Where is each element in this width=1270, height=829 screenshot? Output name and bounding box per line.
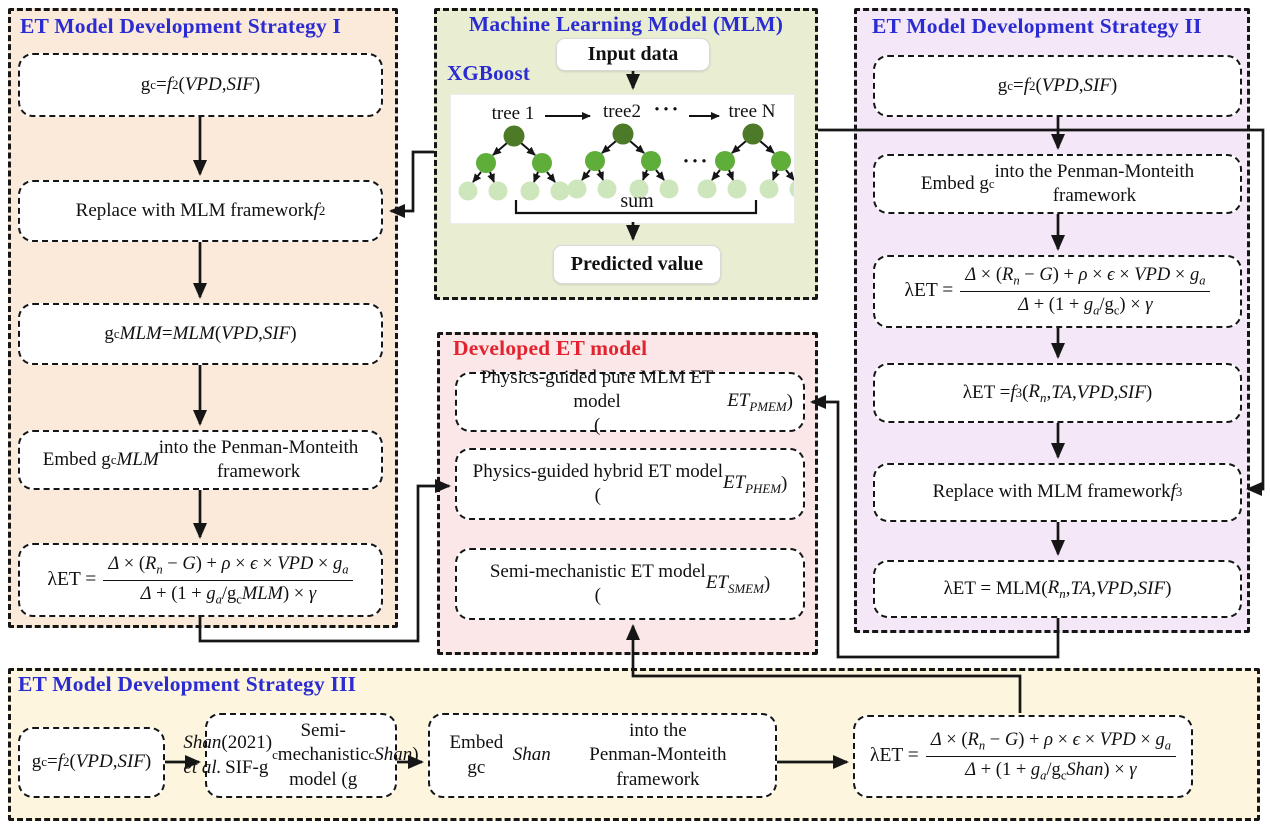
developed-title: Developed ET model: [453, 336, 648, 360]
s1-fraction-denominator: Δ + (1 + ga/gcMLM) × γ: [140, 583, 317, 607]
dev-box-phem: Physics-guided hybrid ET model(ETPHEM): [455, 448, 805, 520]
s1-fraction: Δ × (Rn − G) + ρ × ϵ × VPD × ga Δ + (1 +…: [103, 553, 354, 608]
xgboost-tree-diagram: [450, 94, 795, 224]
sum-bracket: [514, 200, 758, 215]
strategy1-title: ET Model Development Strategy I: [20, 14, 342, 38]
s2-fraction-prefix: λET =: [904, 280, 954, 302]
mlm-title: Machine Learning Model (MLM): [468, 12, 784, 36]
ellipsis-top: ···: [653, 97, 681, 121]
tree-2: [568, 124, 679, 199]
ellipsis-mid: ···: [682, 149, 710, 173]
s3-box-lambda-et-fraction: λET = Δ × (Rn − G) + ρ × ϵ × VPD × ga Δ …: [853, 715, 1193, 798]
tree1-label: tree 1: [491, 103, 535, 124]
s3-fraction-numerator: Δ × (Rn − G) + ρ × ϵ × VPD × ga: [925, 729, 1176, 757]
strategy3-title: ET Model Development Strategy III: [18, 672, 357, 696]
s3-fraction: Δ × (Rn − G) + ρ × ϵ × VPD × ga Δ + (1 +…: [925, 729, 1176, 784]
s2-fraction: Δ × (Rn − G) + ρ × ϵ × VPD × ga Δ + (1 +…: [960, 264, 1211, 319]
s2-box-lambda-et-mlm: λET = MLM(Rn, TA, VPD, SIF): [873, 560, 1242, 618]
tree-n: [698, 124, 795, 199]
dev-box-smem: Semi-mechanistic ET model(ETSMEM): [455, 548, 805, 620]
s2-box-lambda-et-fraction: λET = Δ × (Rn − G) + ρ × ϵ × VPD × ga Δ …: [873, 255, 1242, 328]
xgboost-label: XGBoost: [447, 61, 531, 85]
s2-fraction-numerator: Δ × (Rn − G) + ρ × ϵ × VPD × ga: [960, 264, 1211, 292]
tree2-label: tree2: [603, 101, 641, 122]
s1-box-lambda-et-fraction: λET = Δ × (Rn − G) + ρ × ϵ × VPD × ga Δ …: [18, 543, 383, 617]
sum-label: sum: [620, 190, 654, 212]
treeN-label: tree N: [728, 101, 776, 122]
tree-diagram-svg: [451, 112, 795, 215]
s2-fraction-denominator: Δ + (1 + ga/gc) × γ: [1018, 295, 1153, 318]
input-data-box: Input data: [556, 38, 710, 71]
s1-fraction-numerator: Δ × (Rn − G) + ρ × ϵ × VPD × ga: [103, 553, 354, 581]
dev-box-pmem: Physics-guided pure MLM ET model(ETPMEM): [455, 367, 805, 436]
s1-fraction-prefix: λET =: [47, 568, 97, 590]
s3-fraction-denominator: Δ + (1 + ga/gcShan) × γ: [965, 760, 1137, 783]
s3-fraction-prefix: λET =: [870, 745, 919, 767]
predicted-value-box: Predicted value: [553, 245, 721, 284]
strategy2-title: ET Model Development Strategy II: [872, 14, 1202, 38]
tree-1: [459, 126, 570, 201]
